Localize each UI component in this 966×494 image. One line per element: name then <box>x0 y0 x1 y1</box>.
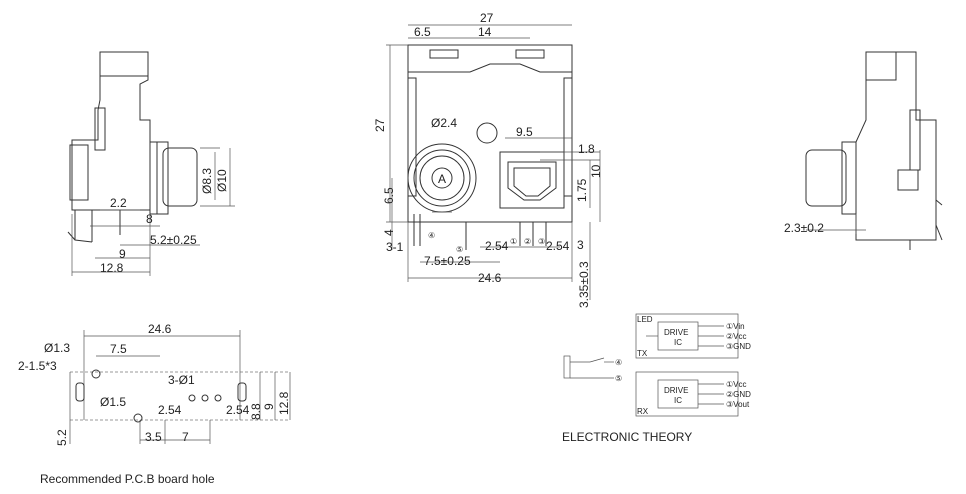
pcb-dim-2-54-a: 2.54 <box>158 403 182 417</box>
pin-2-label: ② <box>524 237 531 246</box>
pcb-dim-12-8: 12.8 <box>277 391 291 415</box>
dim-1-8: 1.8 <box>578 142 595 156</box>
pin-4-label: ④ <box>428 231 435 240</box>
pcb-dim-8-8: 8.8 <box>249 403 263 420</box>
pin-3-label: ③ <box>538 237 545 246</box>
dim-8: 8 <box>146 212 153 226</box>
tx-pin-vin: ①Vin <box>726 322 745 331</box>
jack-label: A <box>438 172 446 186</box>
pcb-hole-pattern <box>69 330 291 444</box>
theory-caption: ELECTRONIC THEORY <box>562 430 692 444</box>
dim-3-1: 3-1 <box>386 240 404 254</box>
rx-pin-vout: ③Vout <box>726 400 750 409</box>
dim-24-6: 24.6 <box>478 271 502 285</box>
rx-pin-gnd: ②GND <box>726 390 751 399</box>
pin-5-label: ⑤ <box>456 245 463 254</box>
dim-12-8: 12.8 <box>100 261 124 275</box>
pcb-dim-5-2: 5.2 <box>55 429 69 446</box>
dim-27-top: 27 <box>480 11 494 25</box>
pcb-dia-1-3: Ø1.3 <box>44 341 70 355</box>
pcb-dim-7-5: 7.5 <box>110 342 127 356</box>
hole-dia: Ø2.4 <box>431 116 457 130</box>
dim-9-5: 9.5 <box>516 125 533 139</box>
rx-tag: RX <box>637 407 649 416</box>
tx-ic: IC <box>674 338 682 347</box>
rx-pin-vcc: ①Vcc <box>726 380 747 389</box>
pcb-dim-3-5: 3.5 <box>145 430 162 444</box>
dim-4: 4 <box>382 229 396 236</box>
pcb-caption: Recommended P.C.B board hole <box>40 472 215 486</box>
dim-2-3: 2.3±0.2 <box>784 221 824 235</box>
dim-2-54-b: 2.54 <box>546 239 570 253</box>
dim-3: 3 <box>577 238 584 252</box>
dim-10: 10 <box>589 164 603 178</box>
dim-2-54-a: 2.54 <box>485 239 509 253</box>
dia-10: Ø10 <box>215 169 229 192</box>
pcb-dim-24-6: 24.6 <box>148 322 172 336</box>
dim-14: 14 <box>478 25 492 39</box>
dim-6-5-side: 6.5 <box>382 187 396 204</box>
pcb-3-dia-1: 3-Ø1 <box>168 373 195 387</box>
dim-7-5: 7.5±0.25 <box>424 254 471 268</box>
dim-6-5-top: 6.5 <box>414 25 431 39</box>
tx-drive: DRIVE <box>664 328 688 337</box>
dim-3-35: 3.35±0.3 <box>577 261 591 308</box>
dim-5-2: 5.2±0.25 <box>150 233 197 247</box>
dim-27-height: 27 <box>373 118 387 132</box>
tx-pin-vcc: ②Vcc <box>726 332 747 341</box>
left-side-view <box>67 51 235 276</box>
tx-led-tag: LED <box>637 315 653 324</box>
tx-pin-gnd: ③GND <box>726 342 751 351</box>
dim-2-2: 2.2 <box>110 196 127 210</box>
dim-9: 9 <box>119 247 126 261</box>
front-view <box>386 24 601 300</box>
pcb-slot: 2-1.5*3 <box>18 359 57 373</box>
right-side-view <box>805 51 943 250</box>
pcb-dim-2-54-b: 2.54 <box>226 403 250 417</box>
tx-tag: TX <box>637 349 648 358</box>
rx-ic: IC <box>674 396 682 405</box>
pin-1-label: ① <box>510 237 517 246</box>
pcb-dia-1-5: Ø1.5 <box>100 395 126 409</box>
dia-8-3: Ø8.3 <box>200 168 214 194</box>
rx-drive: DRIVE <box>664 386 688 395</box>
switch-pin-5: ⑤ <box>615 374 622 383</box>
electronic-theory <box>563 313 739 417</box>
switch-pin-4: ④ <box>615 358 622 367</box>
dim-1-75: 1.75 <box>575 178 589 202</box>
pcb-dim-9: 9 <box>262 403 276 410</box>
pcb-dim-7: 7 <box>182 430 189 444</box>
